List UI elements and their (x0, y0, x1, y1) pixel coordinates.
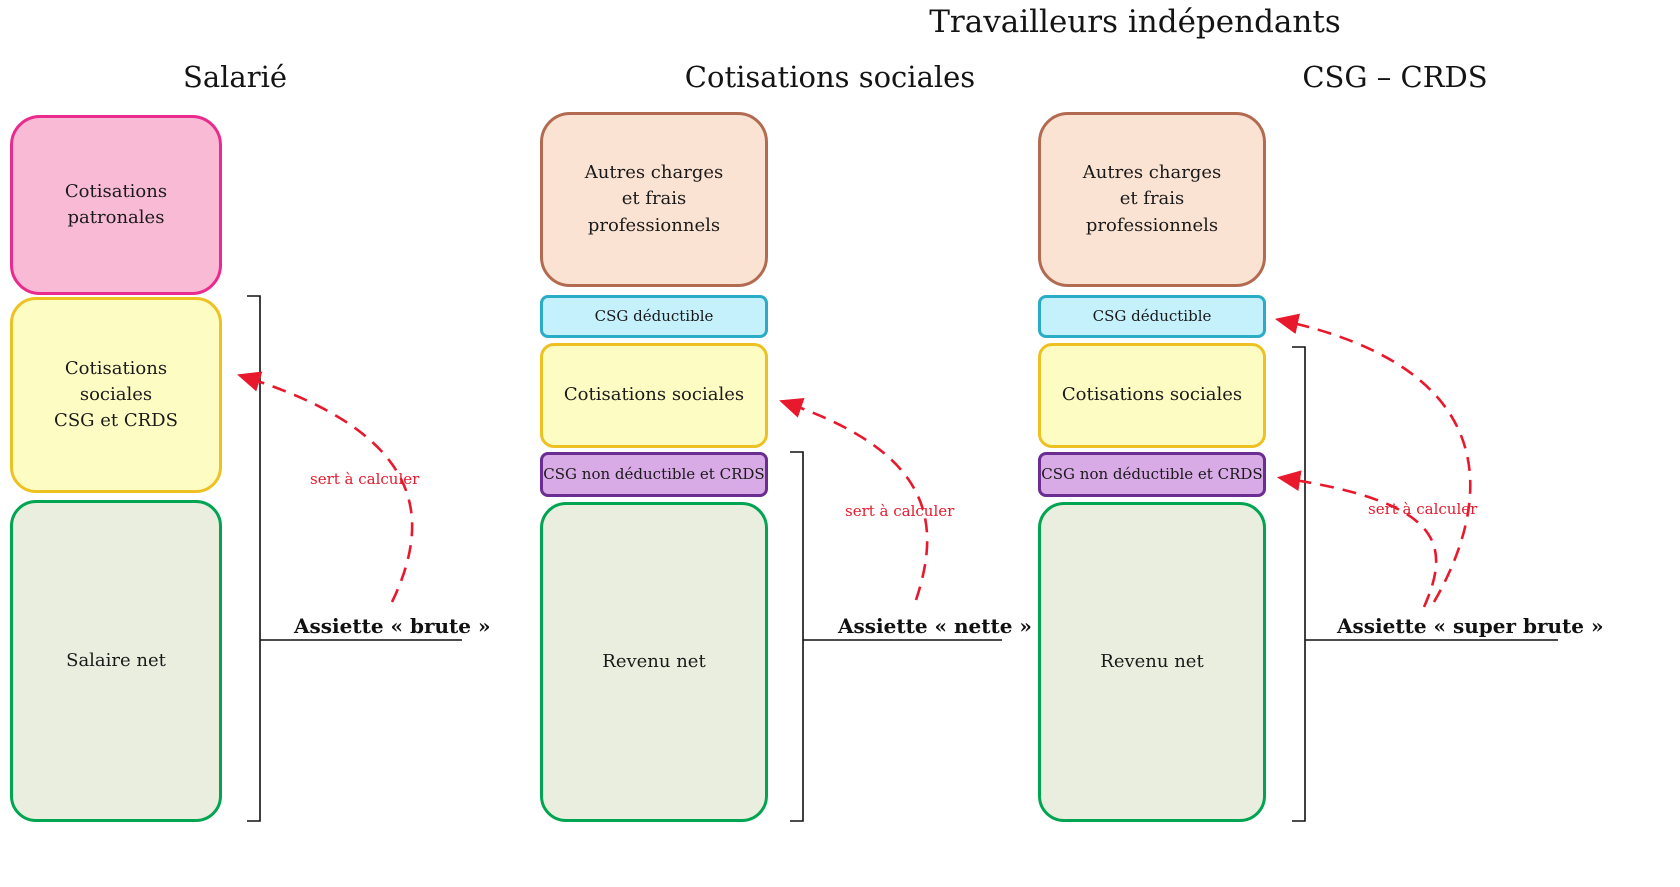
label-sert-a-calculer-nette: sert à calculer (845, 502, 955, 520)
label-assiette-nette: Assiette « nette » (838, 614, 1032, 638)
box-revenu-net-cotisations: Revenu net (540, 502, 768, 822)
label-sert-a-calculer-brute: sert à calculer (310, 470, 420, 488)
arrow-brute-to-cotisations (237, 371, 414, 603)
box-autres-charges-cotisations: Autres charges et frais professionnels (540, 112, 768, 287)
box-cotisations-sociales-csg-crds: Cotisations sociales CSG et CRDS (10, 297, 222, 493)
label-assiette-brute: Assiette « brute » (294, 614, 491, 638)
box-autres-charges-csg: Autres charges et frais professionnels (1038, 112, 1266, 287)
box-revenu-net-csg: Revenu net (1038, 502, 1266, 822)
box-cotisations-sociales-mid: Cotisations sociales (540, 343, 768, 448)
column-title-cotisations-sociales: Cotisations sociales (684, 60, 976, 94)
box-cotisations-sociales-csg: Cotisations sociales (1038, 343, 1266, 448)
column-title-salarie: Salarié (182, 60, 288, 94)
label-assiette-super-brute: Assiette « super brute » (1337, 614, 1604, 638)
bracket-assiette-nette (790, 451, 804, 822)
column-title-csg-crds: CSG – CRDS (1302, 60, 1488, 94)
arrow-nette-to-cotisations (779, 397, 929, 601)
arrow-super-brute-to-csg-non-deductible (1276, 470, 1438, 608)
box-csg-deductible-cotisations: CSG déductible (540, 295, 768, 338)
box-csg-non-deductible-csg: CSG non déductible et CRDS (1038, 452, 1266, 497)
box-salaire-net: Salaire net (10, 500, 222, 822)
bracket-assiette-brute (247, 295, 261, 822)
arrow-super-brute-to-csg-deductible (1274, 313, 1472, 603)
bracket-assiette-super-brute (1292, 346, 1306, 822)
box-csg-deductible-csg: CSG déductible (1038, 295, 1266, 338)
main-title: Travailleurs indépendants (929, 4, 1341, 40)
box-cotisations-patronales: Cotisations patronales (10, 115, 222, 295)
label-sert-a-calculer-super-brute: sert à calculer (1368, 500, 1478, 518)
box-csg-non-deductible-cotisations: CSG non déductible et CRDS (540, 452, 768, 497)
